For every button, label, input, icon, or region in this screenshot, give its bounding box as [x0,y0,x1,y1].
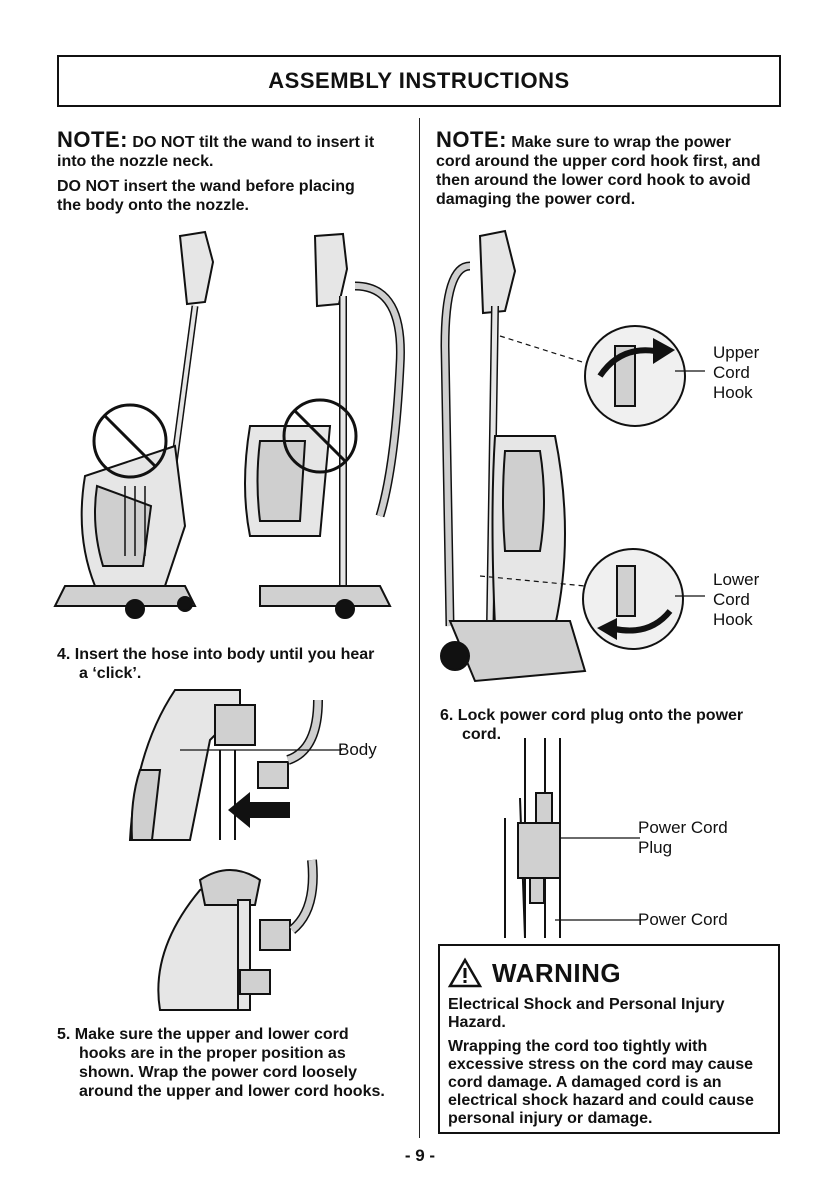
step-4: 4. Insert the hose into body until you h… [57,645,407,683]
note-line: into the nozzle neck. [57,153,214,170]
curved-arrow-icon [597,338,675,378]
note-line: the body onto the nozzle. [57,197,249,214]
warning-header: WARNING [447,956,768,990]
note-line: damaging the power cord. [436,191,636,208]
label-line: Power Cord [638,818,728,837]
note-line: then around the lower cord hook to avoid [436,172,751,189]
curved-arrow-icon [597,609,673,640]
warning-line: Electrical Shock and Personal Injury [448,996,725,1013]
warning-line: cord damage. A damaged cord is an [448,1074,722,1091]
label-power-cord-plug: Power Cord Plug [638,818,728,858]
warning-paragraph: Wrapping the cord too tightly with exces… [448,1038,768,1128]
label-power-cord: Power Cord [638,910,728,929]
note-line: Make sure to wrap the power [511,134,732,151]
label-line: Hook [713,383,753,402]
label-line: Cord [713,363,750,382]
step-number: 5. [57,1026,71,1043]
left-note: NOTE: DO NOT tilt the wand to insert it … [57,127,407,215]
label-lower-cord-hook: Lower Cord Hook [713,570,759,630]
page-title: ASSEMBLY INSTRUCTIONS [57,55,781,107]
insert-arrow-icon [228,792,290,828]
step-text: hooks are in the proper position as [79,1045,346,1062]
step-text: Lock power cord plug onto the power [457,707,744,724]
note-label: NOTE: [57,127,128,152]
label-body: Body [338,740,377,759]
right-note: NOTE: Make sure to wrap the power cord a… [436,127,786,209]
warning-line: electrical shock hazard and could cause [448,1092,754,1109]
note-line: DO NOT insert the wand before placing [57,178,355,195]
note-line: DO NOT tilt the wand to insert it [132,134,375,151]
prohibition-icon [282,398,358,474]
warning-line: personal injury or damage. [448,1110,653,1127]
step-text: Make sure the upper and lower cord [74,1026,349,1043]
warning-paragraph: Electrical Shock and Personal Injury Haz… [448,996,768,1032]
page-title-text: ASSEMBLY INSTRUCTIONS [268,68,570,93]
warning-triangle-icon [447,957,483,988]
column-divider [419,118,420,1138]
cord-plug-illustration [504,738,640,939]
label-line: Upper [713,343,760,362]
page-number: - 9 - [404,1146,436,1165]
step-number: 6. [440,707,454,724]
note-label: NOTE: [436,127,507,152]
wand-tilt-illustration [53,230,405,619]
label-line: Lower [713,570,760,589]
label-line: Hook [713,610,753,629]
step-text: Insert the hose into body until you hear [74,646,375,663]
step-6: 6. Lock power cord plug onto the power c… [440,706,785,744]
step-text: around the upper and lower cord hooks. [79,1083,385,1100]
label-line: Plug [638,838,673,857]
step-number: 4. [57,646,71,663]
lower-hook-zoom [582,548,684,650]
warning-line: excessive stress on the cord may cause [448,1056,754,1073]
prohibition-icon [92,403,168,479]
warning-title: WARNING [492,957,622,988]
cord-hook-illustration [440,229,705,683]
warning-line: Wrapping the cord too tightly with [448,1038,708,1055]
step-text: shown. Wrap the power cord loosely [79,1064,357,1081]
hose-insert-illustration [128,689,342,1011]
step-5: 5. Make sure the upper and lower cord ho… [57,1025,407,1101]
warning-line: Hazard. [448,1014,506,1031]
note-line: cord around the upper cord hook first, a… [436,153,761,170]
step-text: a ‘click’. [79,665,142,682]
label-line: Cord [713,590,750,609]
label-upper-cord-hook: Upper Cord Hook [713,343,759,403]
step-text: cord. [462,726,502,743]
warning-box: WARNING Electrical Shock and Personal In… [438,944,780,1134]
